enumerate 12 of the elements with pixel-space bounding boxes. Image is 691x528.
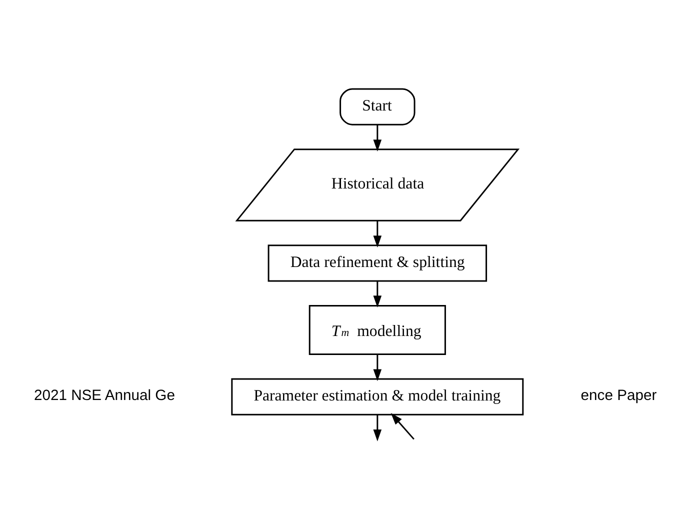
node-box: Parameter estimation & model training: [231, 378, 524, 415]
arrow: [390, 412, 414, 440]
arrow: [373, 414, 382, 441]
arrow: [373, 124, 382, 152]
arrow: [373, 354, 382, 381]
node-box: Start: [340, 88, 416, 125]
label: ence Paper: [580, 388, 657, 404]
node-box: Tm modelling: [308, 304, 446, 354]
label: 2021 NSE Annual Ge: [34, 388, 175, 404]
arrow: [373, 220, 382, 247]
node-box: Data refinement & splitting: [268, 244, 488, 282]
arrow: [373, 280, 382, 307]
